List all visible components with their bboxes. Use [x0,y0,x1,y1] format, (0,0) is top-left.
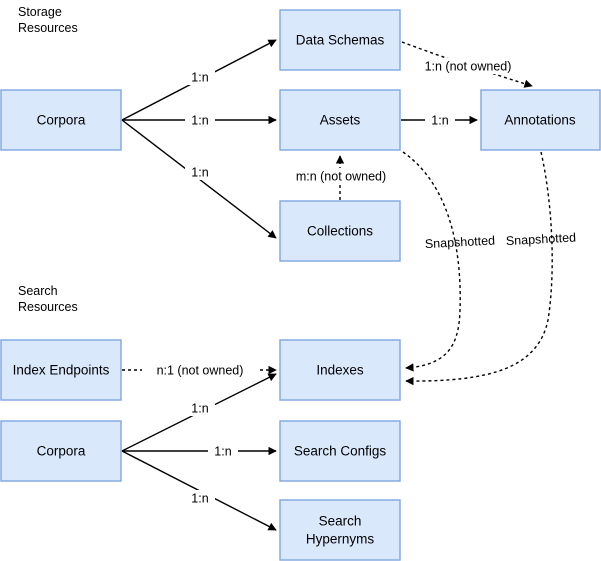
edge-index-endpoints-to-indexes: n:1 (not owned) [122,362,277,378]
group-label-search-line1: Search [18,284,58,298]
edge-label-index-endpoints-to-indexes: n:1 (not owned) [157,363,244,377]
edge-label-corpora-to-collections: 1:n [191,165,208,179]
edge-label-background [425,112,455,128]
edge-label-data-schemas-to-annotations: 1:n (not owned) [425,59,512,73]
edge-corpora-search-to-indexes: 1:n [121,373,277,452]
edge-assets-to-indexes: Snapshotted [402,151,496,372]
edge-corpora-to-data-schemas: 1:n [121,39,277,121]
edge-label-corpora-search-to-search-configs: 1:n [214,444,231,458]
node-index-endpoints-rect[interactable] [0,339,122,401]
group-label-storage: Storage Resources [18,5,78,35]
node-data-schemas[interactable]: Data Schemas [279,9,401,71]
node-assets-rect[interactable] [279,89,401,151]
edge-corpora-search-to-search-hypernyms: 1:n [121,450,277,531]
edge-label-background [185,490,215,506]
edge-label-collections-to-assets: m:n (not owned) [296,169,386,183]
edge-label-background [208,443,238,459]
node-annotations[interactable]: Annotations [480,89,601,151]
node-search-hypernyms-rect[interactable] [279,499,401,561]
node-index-endpoints[interactable]: Index Endpoints [0,339,122,401]
edge-data-schemas-to-annotations: 1:n (not owned) [401,41,533,88]
node-assets[interactable]: Assets [279,89,401,151]
group-label-search: Search Resources [18,284,78,314]
edge-label-background [185,164,215,180]
edge-label-corpora-to-data-schemas: 1:n [191,70,208,84]
edge-label-annotations-to-indexes: Snapshotted [506,230,577,248]
node-search-configs[interactable]: Search Configs [279,420,401,482]
edge-label-assets-to-indexes: Snapshotted [425,233,496,251]
edge-corpora-to-assets: 1:n [122,112,277,128]
node-index-endpoints-label: Index Endpoints [13,363,110,378]
node-collections-label: Collections [307,224,373,239]
node-search-configs-label: Search Configs [294,444,387,459]
edge-label-background [185,69,215,85]
node-annotations-label: Annotations [504,113,576,128]
edge-assets-to-annotations: 1:n [401,112,478,128]
edge-label-corpora-search-to-indexes: 1:n [191,401,208,415]
node-data-schemas-rect[interactable] [279,9,401,71]
node-indexes-rect[interactable] [279,339,401,401]
edge-collections-to-assets: m:n (not owned) [283,155,399,200]
group-label-search-line2: Resources [18,300,78,314]
node-data-schemas-label: Data Schemas [296,33,385,48]
node-corpora-storage-label: Corpora [37,113,86,128]
node-collections-rect[interactable] [279,200,401,262]
group-label-storage-line2: Resources [18,21,78,35]
node-corpora-search-rect[interactable] [0,420,122,482]
node-search-configs-rect[interactable] [279,420,401,482]
node-search-hypernyms-label-line2: Hypernyms [306,532,375,547]
edge-corpora-search-to-search-configs: 1:n [122,443,277,459]
node-corpora-search-label: Corpora [37,444,86,459]
edge-label-background [185,112,215,128]
node-annotations-rect[interactable] [480,89,601,151]
node-collections[interactable]: Collections [279,200,401,262]
edge-label-assets-to-annotations: 1:n [431,113,448,127]
node-indexes[interactable]: Indexes [279,339,401,401]
node-assets-label: Assets [320,113,361,128]
edge-label-background [283,168,399,184]
node-search-hypernyms-label-line1: Search [319,514,362,529]
edge-label-background [142,362,258,378]
node-corpora-storage-rect[interactable] [0,89,122,151]
node-corpora-storage[interactable]: Corpora [0,89,122,151]
node-search-hypernyms[interactable]: Search Hypernyms [279,499,401,561]
edge-annotations-to-indexes: Snapshotted [405,151,577,386]
edge-label-corpora-to-assets: 1:n [191,113,208,127]
edge-label-background [185,400,215,416]
group-label-storage-line1: Storage [18,5,62,19]
edge-label-background [412,58,524,74]
node-corpora-search[interactable]: Corpora [0,420,122,482]
edge-corpora-to-collections: 1:n [121,119,277,239]
node-indexes-label: Indexes [316,363,364,378]
edge-label-corpora-search-to-search-hypernyms: 1:n [191,491,208,505]
